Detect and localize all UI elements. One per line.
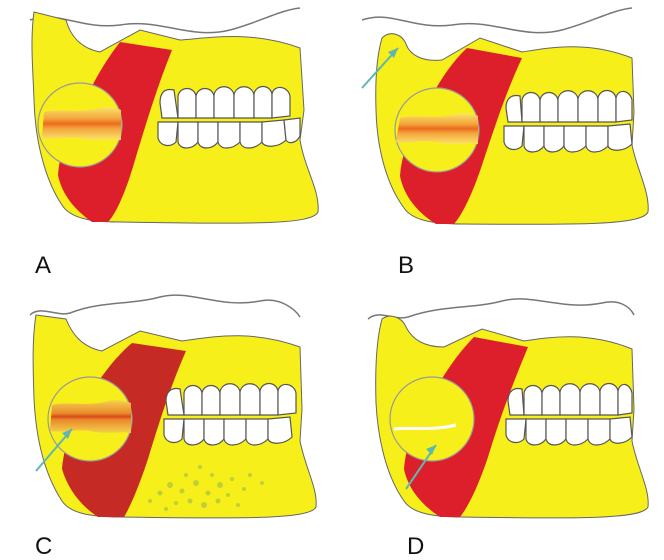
panel-label: D [407,535,424,559]
lesion-band [50,400,131,433]
jaw-diagram-d [332,279,664,559]
lower-teeth [158,118,300,148]
panel-label: B [398,254,414,278]
panel-c: C [0,279,332,558]
jaw-diagram-c [0,279,332,559]
upper-teeth [508,384,632,416]
panel-b: B [332,0,664,279]
skull-base-outline [30,8,300,33]
lesion-band [396,113,478,144]
panel-label: A [35,254,51,278]
panel-label: C [35,535,52,559]
skull-base-outline [362,8,632,33]
skull-base-outline [30,295,300,317]
jaw-diagram-a [0,0,332,279]
jaw-diagram-b [332,0,664,279]
upper-teeth [506,91,632,123]
lesion-band [42,107,121,140]
skull-base-outline [368,299,634,319]
panel-d: D [332,279,664,558]
panel-a: A [0,0,332,279]
